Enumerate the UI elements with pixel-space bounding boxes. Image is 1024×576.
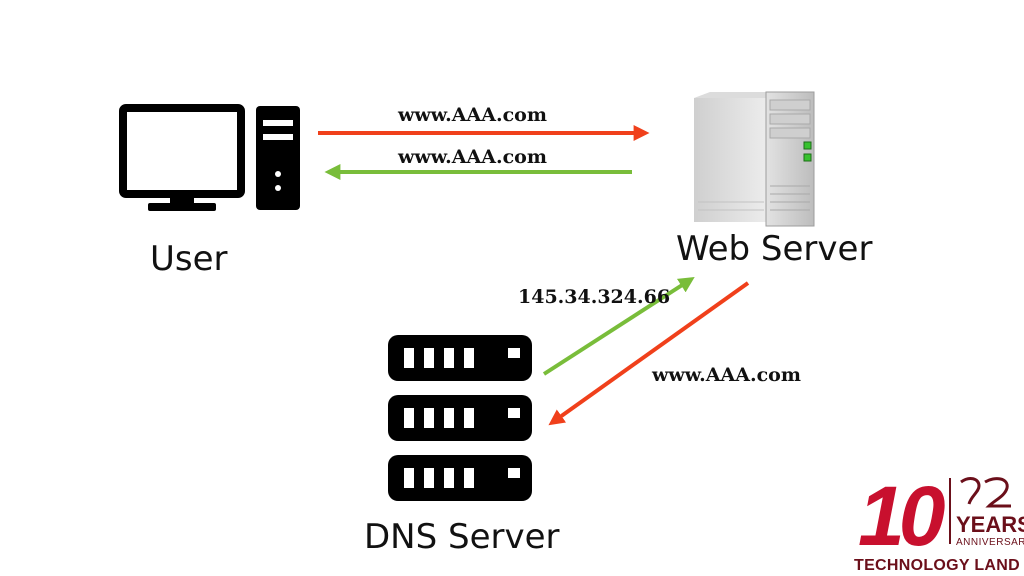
- edge-label-user-to-web: www.AAA.com: [398, 104, 547, 126]
- arrow-dns-to-web: [542, 276, 695, 376]
- logo-divider: [949, 478, 951, 544]
- logo-years: YEARS: [956, 512, 1024, 537]
- edge-label-web-to-dns: www.AAA.com: [652, 364, 801, 386]
- desktop-computer-icon: [119, 104, 300, 211]
- logo-anniversary: ANNIVERSARY: [956, 537, 1024, 548]
- logo-number: 10: [858, 469, 945, 563]
- edge-label-web-to-user: www.AAA.com: [398, 146, 547, 168]
- server-rack-icon: [388, 335, 532, 501]
- arrow-web-to-dns: [548, 281, 750, 426]
- user-label: User: [150, 239, 228, 279]
- logo-ribbon-icon: [960, 477, 1011, 508]
- logo-company-name: TECHNOLOGY LAND: [854, 557, 1020, 574]
- edge-label-dns-to-web: 145.34.324.66: [518, 286, 671, 308]
- web-server-label: Web Server: [676, 229, 873, 269]
- company-logo: 10 YEARS ANNIVERSARY TECHNOLOGY LAND: [852, 469, 1024, 574]
- server-tower-icon: [694, 91, 815, 227]
- dns-server-label: DNS Server: [364, 517, 560, 557]
